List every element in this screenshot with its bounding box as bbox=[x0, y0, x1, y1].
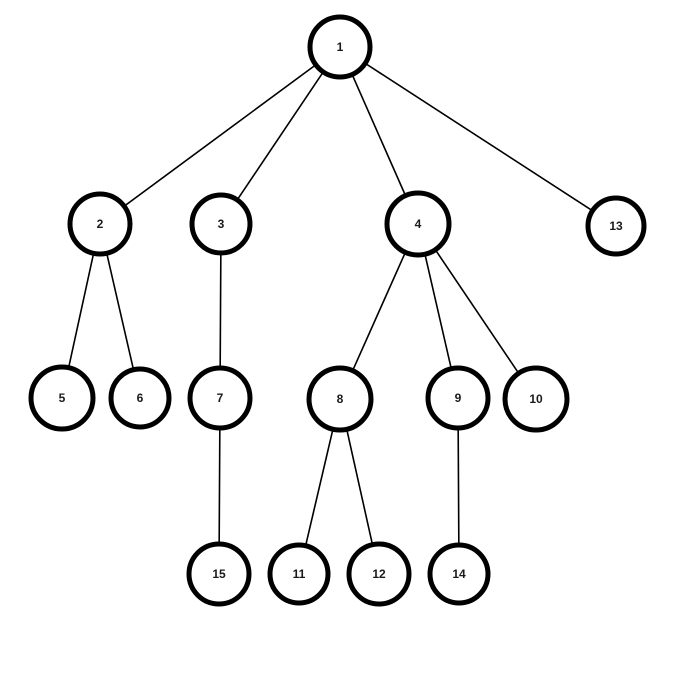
graph-edge bbox=[122, 63, 318, 208]
node-label-7: 7 bbox=[217, 391, 224, 405]
node-circle-10[interactable] bbox=[502, 365, 570, 433]
node-label-14: 14 bbox=[452, 567, 466, 581]
graph-edge bbox=[67, 251, 95, 370]
node-circle-4[interactable] bbox=[384, 190, 452, 258]
graph-node-1[interactable]: 1 bbox=[307, 14, 373, 80]
node-circle-5[interactable] bbox=[28, 364, 96, 432]
graph-edge bbox=[423, 251, 453, 372]
node-label-8: 8 bbox=[337, 392, 344, 406]
graph-node-11[interactable]: 11 bbox=[267, 542, 331, 606]
graph-edge bbox=[219, 250, 222, 371]
graph-edge bbox=[345, 426, 374, 547]
graph-node-10[interactable]: 10 bbox=[502, 365, 570, 433]
node-label-9: 9 bbox=[455, 391, 462, 405]
node-circle-8[interactable] bbox=[306, 365, 374, 433]
node-circle-7[interactable] bbox=[187, 365, 253, 431]
node-circle-13[interactable] bbox=[585, 195, 647, 257]
node-circle-9[interactable] bbox=[425, 365, 491, 431]
node-label-10: 10 bbox=[529, 392, 543, 406]
graph-node-14[interactable]: 14 bbox=[427, 542, 491, 606]
graph-edge bbox=[363, 61, 595, 213]
graph-node-8[interactable]: 8 bbox=[306, 365, 374, 433]
node-circle-2[interactable] bbox=[67, 191, 133, 257]
node-label-13: 13 bbox=[609, 219, 623, 233]
graph-edge bbox=[457, 425, 460, 548]
graph-node-3[interactable]: 3 bbox=[189, 192, 253, 256]
graph-edge bbox=[105, 250, 135, 372]
node-label-3: 3 bbox=[218, 217, 225, 231]
node-circle-12[interactable] bbox=[346, 541, 412, 607]
graph-node-5[interactable]: 5 bbox=[28, 364, 96, 432]
node-label-2: 2 bbox=[97, 217, 104, 231]
node-label-4: 4 bbox=[415, 217, 422, 231]
graph-node-9[interactable]: 9 bbox=[425, 365, 491, 431]
node-circle-3[interactable] bbox=[189, 192, 253, 256]
graph-node-4[interactable]: 4 bbox=[384, 190, 452, 258]
node-circle-11[interactable] bbox=[267, 542, 331, 606]
graph-node-7[interactable]: 7 bbox=[187, 365, 253, 431]
graph-node-13[interactable]: 13 bbox=[585, 195, 647, 257]
node-label-1: 1 bbox=[337, 40, 344, 54]
graph-node-12[interactable]: 12 bbox=[346, 541, 412, 607]
node-label-12: 12 bbox=[372, 567, 386, 581]
graph-edge bbox=[235, 69, 325, 202]
graph-node-15[interactable]: 15 bbox=[186, 541, 252, 607]
graph-edge bbox=[351, 250, 407, 373]
node-circle-1[interactable] bbox=[307, 14, 373, 80]
graph-edge bbox=[304, 426, 335, 549]
graph-edge bbox=[218, 425, 221, 547]
graph-edge bbox=[350, 72, 407, 198]
node-circle-14[interactable] bbox=[427, 542, 491, 606]
node-label-15: 15 bbox=[212, 567, 226, 581]
node-label-5: 5 bbox=[59, 391, 66, 405]
graph-node-6[interactable]: 6 bbox=[108, 366, 172, 430]
node-label-6: 6 bbox=[137, 391, 144, 405]
node-circle-6[interactable] bbox=[108, 366, 172, 430]
node-label-11: 11 bbox=[293, 567, 306, 581]
graph-node-2[interactable]: 2 bbox=[67, 191, 133, 257]
graph-edge bbox=[433, 247, 521, 376]
edge-layer bbox=[67, 61, 595, 549]
node-circle-15[interactable] bbox=[186, 541, 252, 607]
